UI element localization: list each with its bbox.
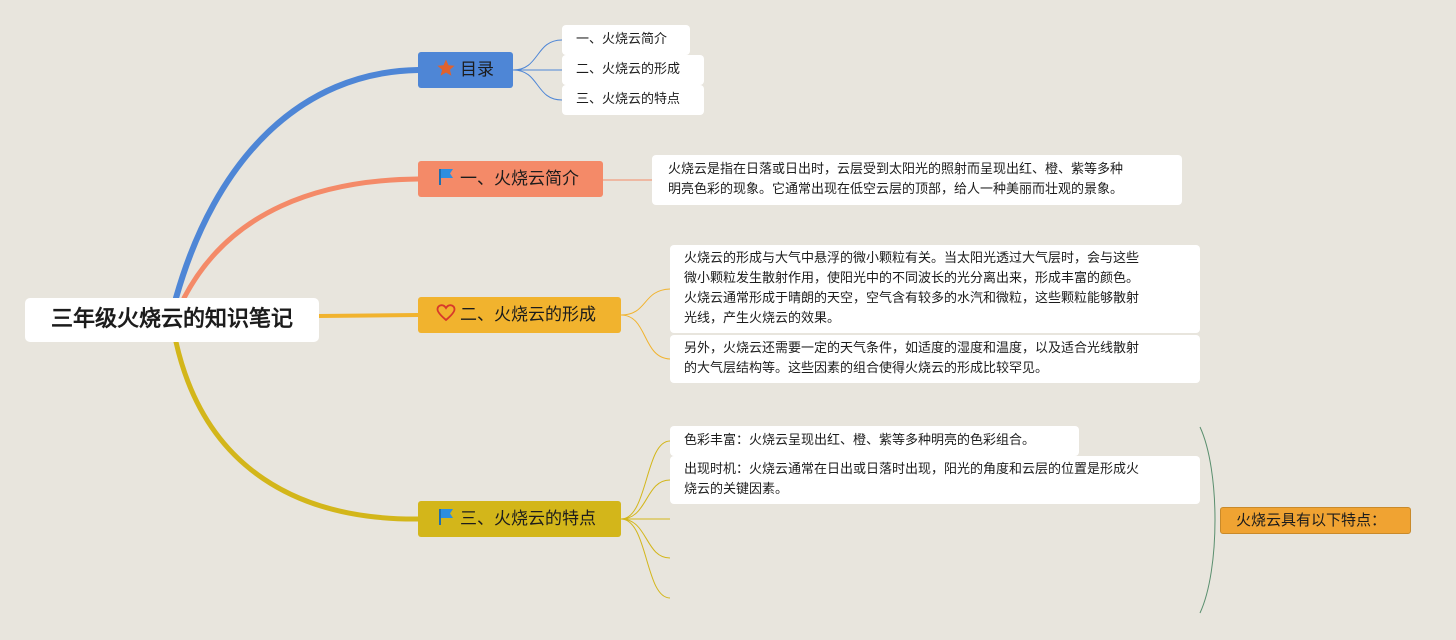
flag-icon	[439, 169, 453, 185]
formation-detail-line: 火烧云通常形成于晴朗的天空，空气含有较多的水汽和微粒，这些颗粒能够散射	[684, 291, 1140, 306]
intro-detail-line: 明亮色彩的现象。它通常出现在低空云层的顶部，给人一种美丽而壮观的景象。	[668, 182, 1124, 197]
branch-line-intro	[181, 176, 421, 301]
feature-detail-line: 烧云的关键因素。	[684, 482, 789, 497]
formation-detail-line: 微小颗粒发生散射作用，使阳光中的不同波长的光分离出来，形成丰富的颜色。	[684, 271, 1140, 286]
intro-detail-line: 火烧云是指在日落或日出时，云层受到太阳光的照射而呈现出红、橙、紫等多种	[668, 162, 1124, 177]
summary-topic[interactable]: 火烧云具有以下特点：	[1220, 507, 1411, 534]
feature-detail-1[interactable]: 色彩丰富：火烧云呈现出红、橙、紫等多种明亮的色彩组合。	[670, 426, 1079, 456]
formation-detail-2[interactable]: 另外，火烧云还需要一定的天气条件，如适度的湿度和温度，以及适合光线散射 的大气层…	[670, 335, 1200, 383]
star-icon	[437, 59, 455, 76]
toc-item-3[interactable]: 三、火烧云的特点	[562, 85, 704, 115]
formation-detail-line: 火烧云的形成与大气中悬浮的微小颗粒有关。当太阳光透过大气层时，会与这些	[684, 251, 1140, 266]
feature-detail-line: 出现时机：火烧云通常在日出或日落时出现，阳光的角度和云层的位置是形成火	[684, 462, 1140, 477]
formation-detail-1[interactable]: 火烧云的形成与大气中悬浮的微小颗粒有关。当太阳光透过大气层时，会与这些 微小颗粒…	[670, 245, 1200, 333]
formation-detail-line: 的大气层结构等。这些因素的组合使得火烧云的形成比较罕见。	[684, 361, 1049, 376]
branch-intro[interactable]: 一、火烧云简介	[418, 161, 603, 197]
heart-icon	[436, 304, 456, 322]
formation-detail-line: 光线，产生火烧云的效果。	[684, 311, 841, 326]
branch-toc-label: 目录	[460, 60, 494, 80]
branch-intro-label: 一、火烧云简介	[460, 169, 579, 189]
toc-item-2[interactable]: 二、火烧云的形成	[562, 55, 704, 85]
root-topic[interactable]: 三年级火烧云的知识笔记	[25, 298, 319, 342]
branch-line-toc	[173, 67, 421, 301]
branch-features-label: 三、火烧云的特点	[460, 509, 596, 529]
branch-formation-label: 二、火烧云的形成	[460, 305, 596, 325]
formation-detail-line: 另外，火烧云还需要一定的天气条件，如适度的湿度和温度，以及适合光线散射	[684, 341, 1140, 356]
branch-line-features	[173, 339, 421, 522]
flag-icon	[439, 509, 453, 525]
summary-bracket	[1199, 426, 1216, 614]
branch-features[interactable]: 三、火烧云的特点	[418, 501, 621, 537]
branch-toc[interactable]: 目录	[418, 52, 513, 88]
branch-line-formation	[317, 313, 420, 318]
intro-detail-node[interactable]: 火烧云是指在日落或日出时，云层受到太阳光的照射而呈现出红、橙、紫等多种 明亮色彩…	[652, 155, 1182, 205]
branch-formation[interactable]: 二、火烧云的形成	[418, 297, 621, 333]
feature-detail-2[interactable]: 出现时机：火烧云通常在日出或日落时出现，阳光的角度和云层的位置是形成火 烧云的关…	[670, 456, 1200, 504]
toc-item-1[interactable]: 一、火烧云简介	[562, 25, 690, 55]
